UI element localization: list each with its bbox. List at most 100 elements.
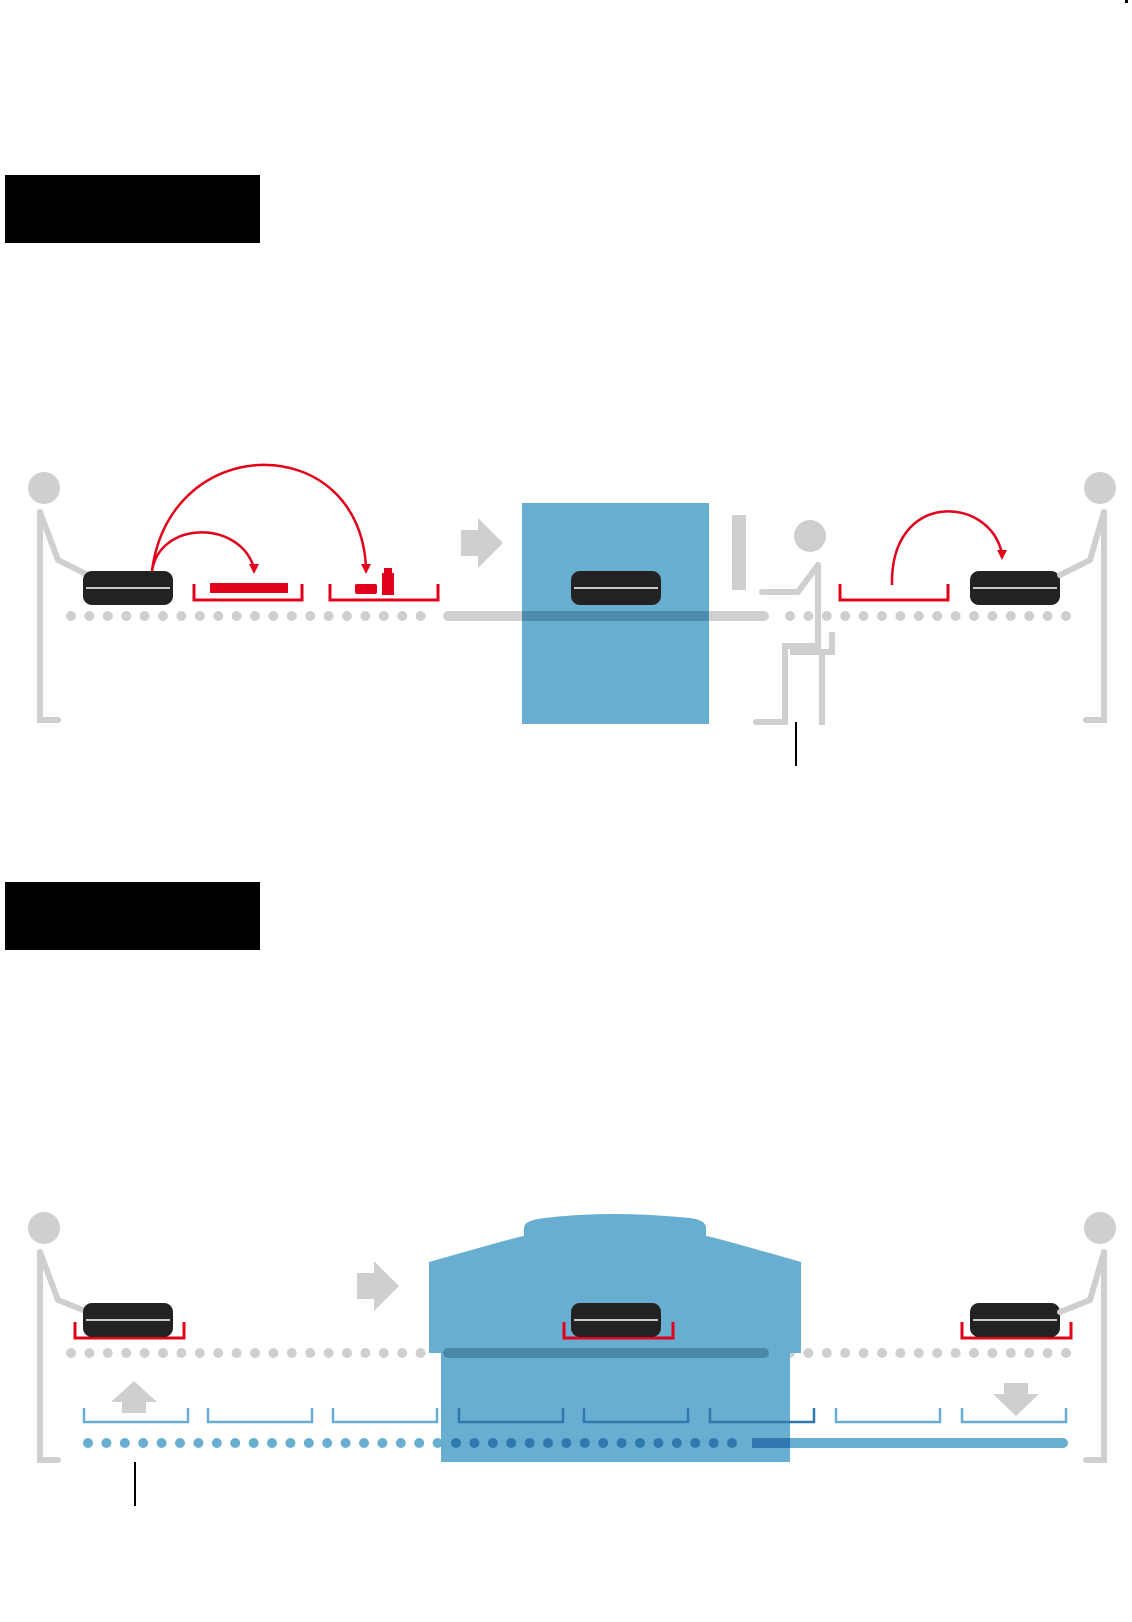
conveyor-dot (102, 611, 113, 621)
conveyor-dot (230, 1438, 241, 1448)
conveyor-dot (194, 611, 205, 621)
conveyor-dot (598, 1438, 609, 1448)
conveyor-dot (84, 1348, 95, 1358)
tray-icon (328, 584, 440, 602)
conveyor-icon (785, 611, 1071, 621)
conveyor-dot (690, 1438, 701, 1448)
person-icon (1057, 472, 1116, 723)
conveyor-dot (378, 611, 389, 621)
conveyor-dot (708, 1438, 719, 1448)
conveyor-dot (877, 1348, 887, 1358)
conveyor-dot (858, 1348, 869, 1358)
tray-icon (582, 1408, 690, 1424)
arrow-up-icon (111, 1381, 157, 1413)
conveyor-dot (303, 1438, 314, 1448)
suitcase-icon (571, 571, 661, 605)
conveyor-dot (1024, 1348, 1035, 1358)
conveyor-dot (323, 1348, 334, 1358)
conveyor-dot (397, 1348, 408, 1358)
conveyor-dot (969, 611, 979, 621)
conventional-checkpoint-diagram (28, 463, 1116, 766)
conveyor-dot (987, 1348, 998, 1358)
conveyor-dot (194, 1348, 205, 1358)
conveyor-dot (671, 1438, 682, 1448)
conveyor-dot (913, 611, 924, 621)
conveyor-dot (987, 611, 998, 621)
suitcase-icon (970, 1303, 1060, 1337)
suitcase-icon (970, 571, 1060, 605)
tray-icon (82, 1408, 190, 1424)
conveyor-dot (561, 1438, 572, 1448)
conveyor-dot (487, 1438, 498, 1448)
conveyor-dot (727, 1438, 737, 1448)
conveyor-dot (83, 1438, 93, 1448)
conveyor-dot (395, 1438, 406, 1448)
conveyor-dot (1061, 611, 1071, 621)
move-arrow-icon (150, 531, 256, 572)
conveyor-dot (840, 611, 851, 621)
move-arrow-icon (150, 463, 368, 572)
conveyor-dot (138, 1438, 149, 1448)
conveyor-dot (175, 1438, 185, 1448)
tray-icon (708, 1408, 816, 1424)
section-banner-bottom (5, 882, 260, 950)
conveyor-dot (451, 1438, 461, 1448)
conveyor-dot (267, 1438, 277, 1448)
conveyor-dot (1005, 1348, 1016, 1358)
conveyor-dot (193, 1438, 204, 1448)
conveyor-dot (286, 611, 297, 621)
conveyor-dot (803, 1348, 814, 1358)
conveyor-dot (359, 1438, 369, 1448)
conveyor-dot (250, 1348, 260, 1358)
conveyor-icon (83, 1438, 737, 1448)
liquids-icon (355, 568, 394, 595)
conveyor-dot (506, 1438, 517, 1448)
tray-icon (206, 1408, 314, 1424)
conveyor-dot (579, 1438, 590, 1448)
conveyor-dot (895, 611, 906, 621)
conveyor-dot (635, 1438, 645, 1448)
conveyor-dot (176, 1348, 187, 1358)
section-title-top (5, 175, 260, 215)
conveyor-dot (415, 611, 426, 621)
move-arrow-icon (890, 510, 1004, 586)
conveyor-icon (785, 1348, 1071, 1358)
conveyor-dot (250, 611, 260, 621)
conveyor-dot (176, 611, 187, 621)
laptop-icon (210, 583, 288, 593)
person-icon (1057, 1212, 1116, 1463)
conveyor-dot (305, 1348, 316, 1358)
conveyor-dot (305, 611, 316, 621)
conveyor-dot (1005, 611, 1016, 621)
conveyor-dot (213, 1348, 224, 1358)
conveyor-dot (156, 1438, 167, 1448)
conveyor-dot (286, 1348, 297, 1358)
conveyor-dot (821, 1348, 832, 1358)
suitcase-icon (83, 1303, 173, 1337)
arrow-right-icon (357, 1261, 399, 1311)
conveyor-dot (877, 611, 887, 621)
conveyor-dot (213, 611, 224, 621)
tray-icon (457, 1408, 565, 1424)
conveyor-dot (785, 611, 795, 621)
tray-icon (838, 584, 950, 602)
conveyor-dot (969, 1348, 979, 1358)
conveyor-dot (342, 611, 352, 621)
conveyor-dot (360, 1348, 371, 1358)
conveyor-icon (66, 611, 426, 621)
conveyor-dot (66, 1348, 76, 1358)
conveyor-dot (342, 1348, 352, 1358)
conveyor-belt (752, 1438, 1068, 1448)
section-title-bottom (5, 882, 260, 922)
monitor-icon (732, 515, 746, 590)
tray-icon (562, 1322, 675, 1340)
arrow-right-icon (461, 518, 503, 568)
conveyor-dot (121, 1348, 132, 1358)
conveyor-dot (653, 1438, 664, 1448)
tray-icon (331, 1408, 439, 1424)
conveyor-dot (895, 1348, 906, 1358)
conveyor-dot (231, 611, 242, 621)
conveyor-dot (158, 611, 168, 621)
conveyor-dot (1024, 611, 1035, 621)
suitcase-icon (83, 571, 173, 605)
